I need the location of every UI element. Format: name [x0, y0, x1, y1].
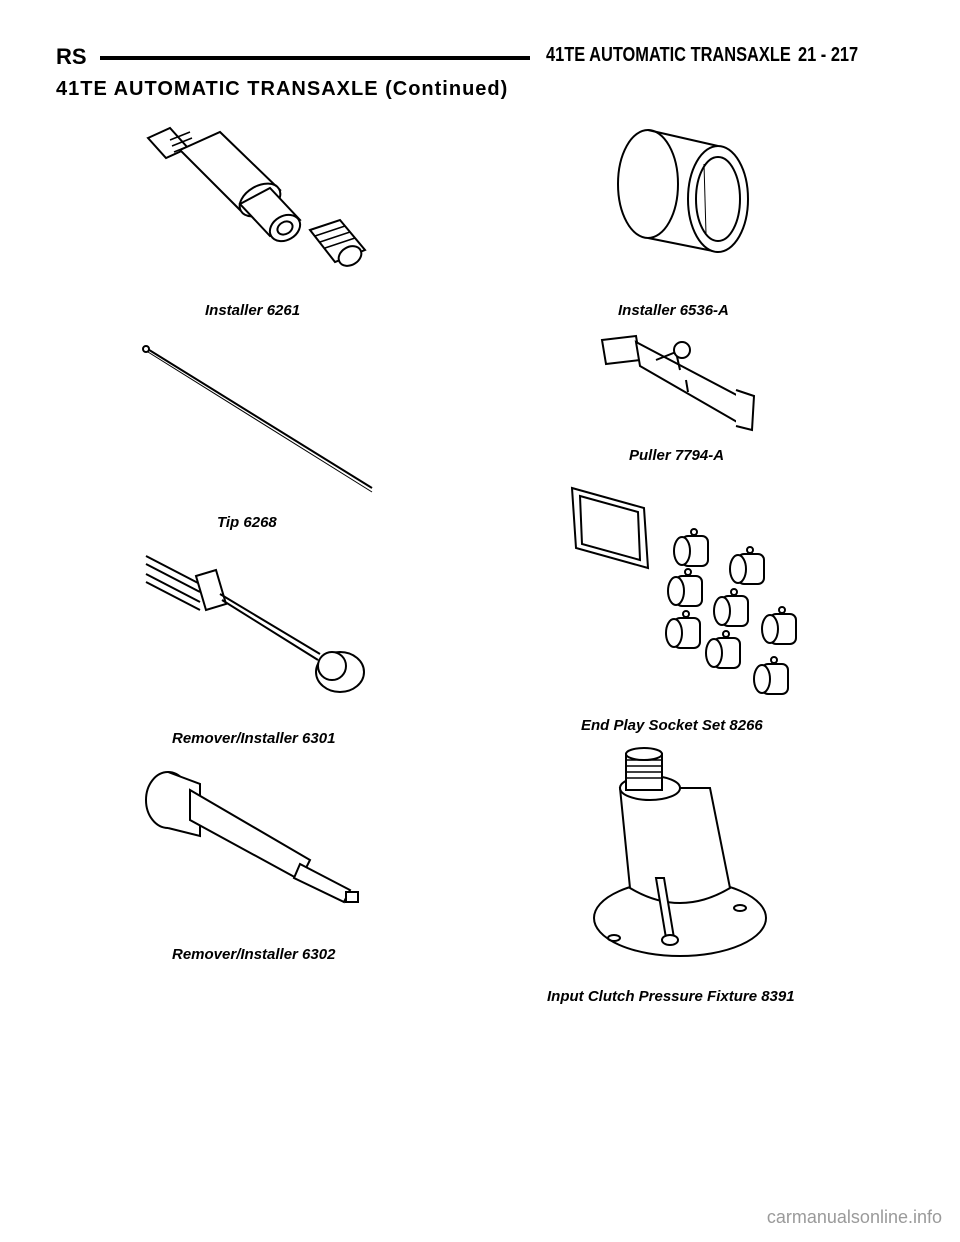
header-section-code: RS: [56, 44, 87, 69]
figure-caption: End Play Socket Set 8266: [581, 717, 763, 734]
header-title: 41TE AUTOMATIC TRANSAXLE: [546, 44, 791, 66]
remover-installer-6302-illustration: [145, 771, 359, 904]
figure-caption: Input Clutch Pressure Fixture 8391: [547, 988, 795, 1005]
installer-6536a-illustration: [617, 129, 749, 253]
page-number: 21 - 217: [798, 44, 859, 66]
section-title: 41TE AUTOMATIC TRANSAXLE (Continued): [56, 78, 509, 100]
installer-6261-illustration: [146, 126, 367, 267]
watermark: carmanualsonline.info: [766, 1207, 942, 1227]
figure-caption: Remover/Installer 6301: [172, 730, 336, 747]
input-clutch-pressure-fixture-8391-illustration: [593, 747, 767, 957]
figure-caption: Tip 6268: [217, 514, 277, 531]
figure-caption: Installer 6261: [205, 302, 301, 319]
figure-caption: Remover/Installer 6302: [172, 946, 336, 963]
puller-7794a-illustration: [600, 334, 756, 432]
figure-caption: Installer 6536-A: [618, 302, 729, 319]
header-rule: [100, 56, 530, 60]
figure-caption: Puller 7794-A: [629, 447, 725, 464]
remover-installer-6301-illustration: [145, 555, 365, 693]
tip-6268-illustration: [142, 345, 373, 493]
end-play-socket-set-8266-illustration: [570, 486, 797, 695]
